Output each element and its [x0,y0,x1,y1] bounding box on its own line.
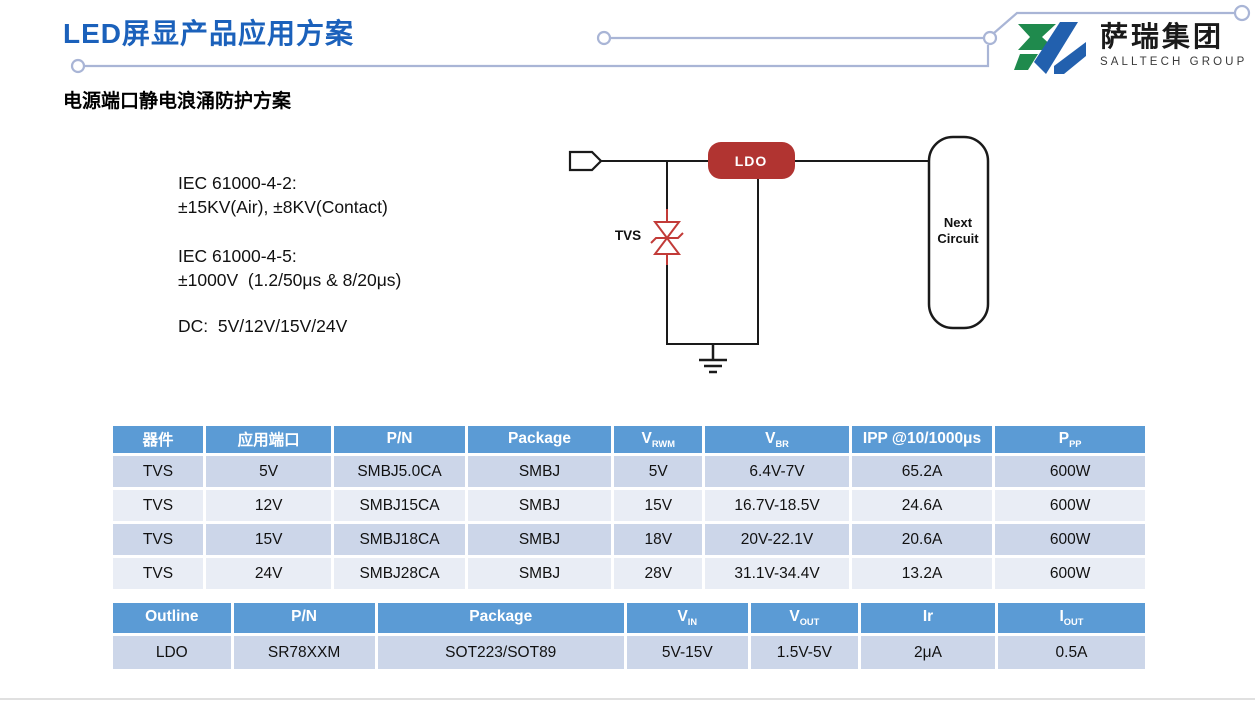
spec-dc-values: DC: 5V/12V/15V/24V [178,316,348,336]
logo-name-en: SALLTECH GROUP [1100,56,1248,68]
cell: 5V [614,456,703,487]
cell: 12V [205,490,332,521]
cell: TVS [113,456,203,487]
cell: 24.6A [851,490,993,521]
cell: SMBJ15CA [334,490,465,521]
ldo-col-package: Package [377,603,624,633]
cell: 15V [614,490,703,521]
cell: SMBJ [467,524,612,555]
tvs-table-header-row: 器件 应用端口 P/N Package VRWM VBR IPP @10/100… [113,426,1145,453]
tvs-col-vbr: VBR [705,426,849,453]
slide-bottom-edge [0,698,1255,700]
tvs-col-vrwm: VRWM [614,426,703,453]
cell: 28V [614,558,703,589]
ldo-table-header-row: Outline P/N Package VIN VOUT Ir IOUT [113,603,1145,633]
cell: TVS [113,524,203,555]
tvs-label: TVS [615,228,641,243]
tvs-col-port: 应用端口 [205,426,332,453]
table-row: LDO SR78XXM SOT223/SOT89 5V-15V 1.5V-5V … [113,636,1145,669]
cell: 2μA [861,636,995,669]
cell: 600W [995,524,1145,555]
cell: SMBJ28CA [334,558,465,589]
cell: SMBJ [467,558,612,589]
spec-iec-esd-values: ±15KV(Air), ±8KV(Contact) [178,197,388,217]
cell: 600W [995,456,1145,487]
cell: 16.7V-18.5V [705,490,849,521]
cell: 600W [995,490,1145,521]
ldo-col-outline: Outline [113,603,231,633]
ldo-col-iout: IOUT [997,603,1145,633]
cell: SMBJ5.0CA [334,456,465,487]
cell: 0.5A [997,636,1145,669]
company-logo: 萨瑞集团 SALLTECH GROUP [1014,20,1247,78]
cell: TVS [113,490,203,521]
cell: 13.2A [851,558,993,589]
ldo-col-pn: P/N [233,603,375,633]
cell: 600W [995,558,1145,589]
ldo-label: LDO [735,153,768,169]
table-row: TVS 15V SMBJ18CA SMBJ 18V 20V-22.1V 20.6… [113,524,1145,555]
tvs-col-ppp: PPP [995,426,1145,453]
next-circuit-label-line1: Next [944,215,973,230]
tvs-col-component: 器件 [113,426,203,453]
table-row: TVS 5V SMBJ5.0CA SMBJ 5V 6.4V-7V 65.2A 6… [113,456,1145,487]
tvs-col-pn: P/N [334,426,465,453]
tvs-table: 器件 应用端口 P/N Package VRWM VBR IPP @10/100… [110,423,1148,592]
spec-iec-surge-values: ±1000V (1.2/50μs & 8/20μs) [178,270,402,290]
tvs-diode-icon [650,209,684,265]
cell: 24V [205,558,332,589]
section-subtitle: 电源端口静电浪涌防护方案 [63,91,292,112]
salltech-logo-icon [1014,22,1086,74]
spec-iec-surge-title: IEC 61000-4-5: [178,246,297,266]
tvs-col-package: Package [467,426,612,453]
circuit-diagram: TVS LDO Next Circuit [568,135,990,374]
cell: LDO [113,636,231,669]
cell: 20V-22.1V [705,524,849,555]
cell: 6.4V-7V [705,456,849,487]
cell: 1.5V-5V [750,636,859,669]
ldo-table: Outline P/N Package VIN VOUT Ir IOUT LDO… [110,600,1148,672]
cell: SMBJ [467,490,612,521]
cell: 18V [614,524,703,555]
ldo-col-vin: VIN [626,603,748,633]
ldo-box [708,142,795,179]
cell: 65.2A [851,456,993,487]
ground-icon [699,344,727,374]
cell: SMBJ [467,456,612,487]
tvs-col-ipp: IPP @10/1000μs [851,426,993,453]
cell: 5V [205,456,332,487]
input-connector-icon [568,150,603,172]
next-circuit-box [927,135,990,330]
cell: SOT223/SOT89 [377,636,624,669]
table-row: TVS 24V SMBJ28CA SMBJ 28V 31.1V-34.4V 13… [113,558,1145,589]
ldo-col-vout: VOUT [750,603,859,633]
cell: 5V-15V [626,636,748,669]
page-title: LED屏显产品应用方案 [63,18,355,49]
cell: TVS [113,558,203,589]
spec-iec-esd-title: IEC 61000-4-2: [178,173,297,193]
logo-text: 萨瑞集团 SALLTECH GROUP [1100,20,1247,68]
table-row: TVS 12V SMBJ15CA SMBJ 15V 16.7V-18.5V 24… [113,490,1145,521]
cell: SMBJ18CA [334,524,465,555]
cell: 31.1V-34.4V [705,558,849,589]
logo-name-cn: 萨瑞集团 [1100,21,1225,52]
cell: 20.6A [851,524,993,555]
ldo-col-ir: Ir [861,603,995,633]
cell: 15V [205,524,332,555]
decorative-connector-lines [70,4,1251,74]
cell: SR78XXM [233,636,375,669]
next-circuit-label-line2: Circuit [937,231,979,246]
